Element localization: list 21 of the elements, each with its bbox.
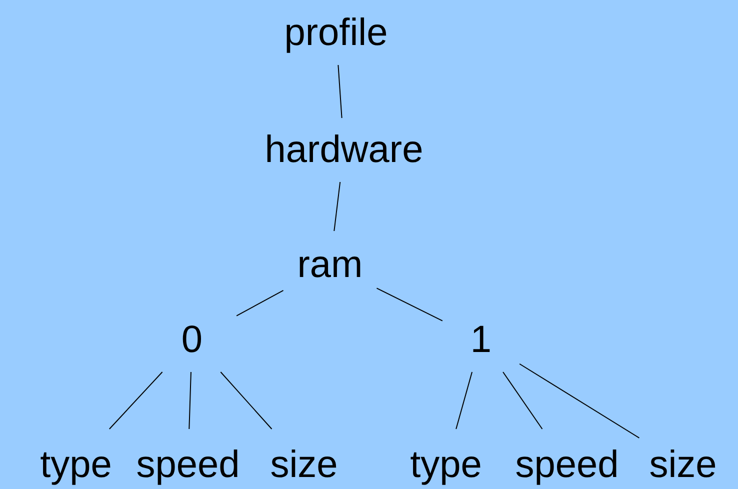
- tree-label: speed: [511, 443, 623, 487]
- connector-line: [334, 182, 341, 232]
- tree-label: hardware: [260, 128, 428, 172]
- connector-line: [108, 372, 163, 430]
- tree-label: 1: [466, 318, 496, 362]
- connector-line: [188, 372, 192, 430]
- tree-label: type: [36, 443, 116, 487]
- connector-line: [376, 288, 443, 322]
- connector-line: [502, 372, 543, 430]
- tree-label: ram: [293, 243, 367, 287]
- connector-line: [220, 372, 272, 430]
- tree-label: size: [266, 443, 342, 487]
- tree-label: profile: [280, 11, 392, 55]
- tree-label: 0: [177, 318, 207, 362]
- tree-label: speed: [132, 443, 244, 487]
- connector-line: [338, 64, 342, 118]
- connector-line: [236, 290, 284, 316]
- tree-label: size: [645, 443, 721, 487]
- connector-line: [456, 372, 473, 430]
- tree-label: type: [406, 443, 486, 487]
- connector-line: [519, 363, 640, 438]
